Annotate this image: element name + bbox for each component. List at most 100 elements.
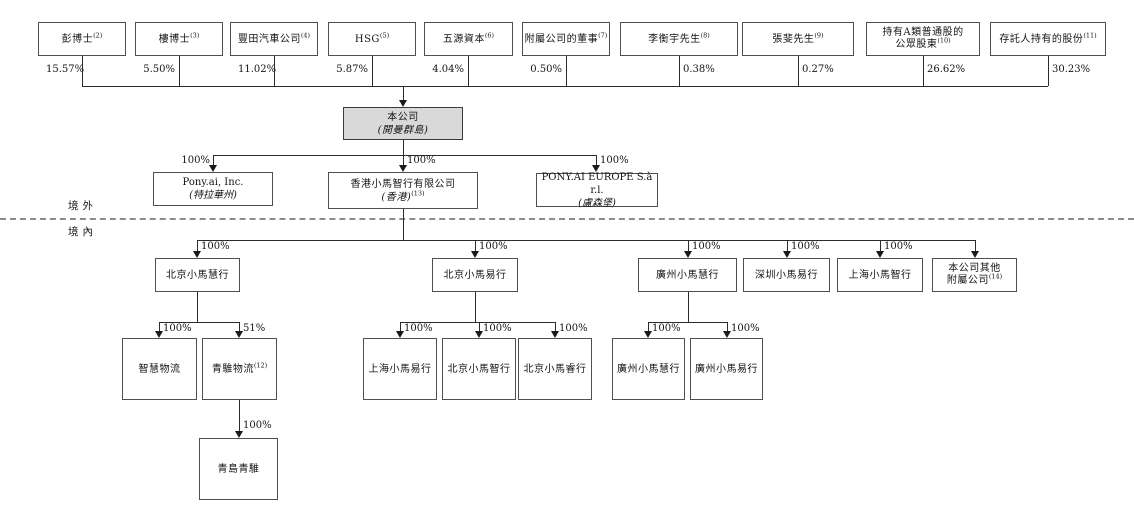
arrow-down-icon — [783, 251, 791, 258]
arrow-down-icon — [551, 331, 559, 338]
connector — [403, 155, 404, 165]
connector — [475, 240, 476, 251]
percent-gz-huixing-sub: 100% — [652, 323, 681, 334]
subsidiary-box-bj-zhixing: 北京小馬智行 — [442, 338, 516, 400]
percent-qingzhui-logistics: 51% — [243, 323, 266, 334]
percent-li-hengyu: 0.38% — [683, 64, 715, 75]
footnote-ref: (6) — [484, 31, 495, 40]
connector — [274, 56, 275, 86]
connector — [403, 86, 404, 100]
connector — [400, 322, 401, 331]
subsidiary-box-zhihui-logistics: 智慧物流 — [122, 338, 197, 400]
connector — [159, 322, 160, 331]
subsidiary-place: (盧森堡) — [578, 197, 616, 209]
subsidiary-name: 北京小馬易行 — [443, 269, 507, 281]
percent-bj-ruixing: 100% — [559, 323, 588, 334]
connector-bus-offshore — [213, 155, 596, 156]
footnote-ref: (8) — [700, 31, 710, 40]
footnote-ref: (13) — [411, 189, 425, 198]
percent-public-holders: 26.62% — [927, 64, 966, 75]
subsidiary-box-bj-yixing: 北京小馬易行 — [432, 258, 518, 292]
shareholder-box-5y-capital: 五源資本(6) — [424, 22, 513, 56]
shareholder-label: 彭博士(2) — [61, 31, 103, 45]
shareholder-box-peng: 彭博士(2) — [38, 22, 126, 56]
connector — [403, 140, 404, 155]
subsidiary-name: 深圳小馬易行 — [755, 269, 818, 281]
connector — [239, 322, 240, 331]
connector — [688, 292, 689, 322]
connector-bus — [159, 322, 239, 323]
connector — [479, 322, 480, 331]
company-place: (開曼群島) — [377, 124, 429, 136]
region-divider-line — [0, 218, 1134, 220]
connector — [566, 56, 567, 86]
connector — [197, 240, 198, 251]
subsidiary-name: PONY.AI EUROPE S.à r.l. — [541, 171, 653, 196]
footnote-ref: (5) — [379, 31, 390, 40]
subsidiary-box-bj-ruixing: 北京小馬睿行 — [518, 338, 592, 400]
shareholder-box-li-hengyu: 李衡宇先生(8) — [620, 22, 738, 56]
subsidiary-box-sz-yixing: 深圳小馬易行 — [743, 258, 830, 292]
subsidiary-name: 北京小馬睿行 — [523, 363, 587, 375]
connector-bus-top — [82, 86, 1048, 87]
connector — [403, 209, 404, 240]
subsidiary-name: 智慧物流 — [138, 363, 181, 375]
subsidiary-box-gz-huixing-sub: 廣州小馬慧行 — [612, 338, 685, 400]
arrow-down-icon — [399, 100, 407, 107]
percent-toyota: 11.02% — [238, 64, 277, 75]
company-name: 本公司 — [387, 111, 419, 123]
percent-peng: 15.57% — [46, 64, 85, 75]
subsidiary-box-qingdao-qingzhui: 青島青騅 — [199, 438, 278, 500]
footnote-ref: (4) — [300, 31, 311, 40]
footnote-ref: (10) — [937, 36, 951, 45]
subsidiary-box-bj-huixing: 北京小馬慧行 — [155, 258, 240, 292]
region-label-offshore: 境外 — [68, 200, 97, 212]
footnote-ref: (12) — [253, 361, 268, 370]
subsidiary-box-qingzhui-logistics: 青騅物流(12) — [202, 338, 277, 400]
arrow-down-icon — [235, 431, 243, 438]
subsidiary-name: 青騅物流(12) — [211, 361, 268, 375]
subsidiary-name: 北京小馬智行 — [447, 363, 511, 375]
connector — [727, 322, 728, 331]
subsidiary-box-ponyai-inc: Pony.ai, Inc. (特拉華州) — [153, 172, 273, 206]
connector — [82, 56, 83, 86]
shareholder-box-toyota: 豐田汽車公司(4) — [230, 22, 318, 56]
connector — [596, 155, 597, 165]
arrow-down-icon — [644, 331, 652, 338]
footnote-ref: (7) — [598, 31, 608, 40]
arrow-down-icon — [399, 165, 407, 172]
subsidiary-name: 本公司其他 — [948, 263, 1001, 274]
footnote-ref: (9) — [814, 31, 824, 40]
connector — [787, 240, 788, 251]
subsidiary-name: 香港小馬智行有限公司 — [350, 178, 456, 190]
percent-ponyai-europe: 100% — [600, 155, 629, 166]
subsidiary-name: 上海小馬智行 — [848, 269, 912, 281]
connector-bus-onshore — [197, 240, 975, 241]
shareholder-label: 豐田汽車公司(4) — [237, 31, 311, 45]
subsidiary-box-gz-yixing: 廣州小馬易行 — [690, 338, 763, 400]
subsidiary-name: 廣州小馬易行 — [695, 363, 758, 375]
percent-gz-yixing: 100% — [731, 323, 760, 334]
subsidiary-name: 廣州小馬慧行 — [656, 269, 719, 281]
connector — [923, 56, 924, 86]
shareholder-label: 張斐先生(9) — [772, 31, 824, 45]
arrow-down-icon — [396, 331, 404, 338]
percent-subsidiary-directors: 0.50% — [530, 64, 562, 75]
percent-bj-yixing: 100% — [479, 241, 508, 252]
percent-qingdao-qingzhui: 100% — [243, 420, 272, 431]
shareholder-label: 附屬公司的董事(7) — [524, 31, 608, 45]
connector — [179, 56, 180, 86]
footnote-ref: (3) — [190, 31, 200, 40]
shareholder-label-line2: 公眾股東(10) — [895, 36, 951, 50]
footnote-ref: (2) — [93, 31, 103, 40]
connector — [688, 240, 689, 251]
subsidiary-name: 上海小馬易行 — [368, 363, 432, 375]
shareholder-box-lou: 樓博士(3) — [135, 22, 223, 56]
connector — [880, 240, 881, 251]
arrow-down-icon — [235, 331, 243, 338]
connector — [475, 292, 476, 322]
shareholder-box-hsg: HSG(5) — [328, 22, 416, 56]
connector — [975, 240, 976, 251]
arrow-down-icon — [876, 251, 884, 258]
subsidiary-place: (香港)(13) — [381, 189, 425, 203]
